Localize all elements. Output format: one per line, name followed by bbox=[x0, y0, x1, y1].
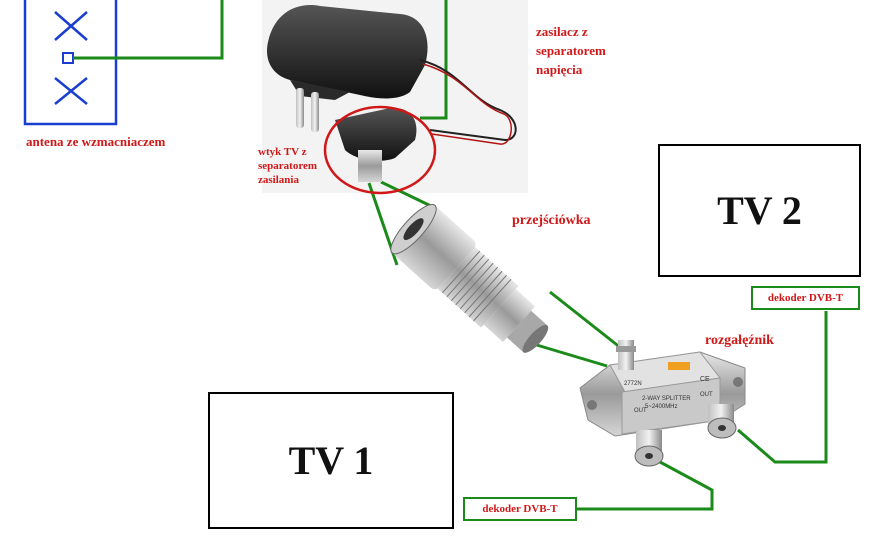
power-supply-label-line1: zasilacz z bbox=[536, 24, 588, 39]
splitter-ce: CE bbox=[700, 376, 710, 383]
splitter-out-left: OUT bbox=[634, 408, 647, 414]
plug-label: wtyk TV z separatorem zasilania bbox=[258, 145, 317, 187]
power-supply-label: zasilacz z separatorem napięcia bbox=[536, 22, 606, 79]
tv2-title: TV 2 bbox=[717, 188, 802, 233]
antenna-label: antena ze wzmacniaczem bbox=[26, 134, 166, 149]
tv2-decoder-box: dekoder DVB-T bbox=[751, 286, 860, 310]
adapter-label: przejściówka bbox=[512, 213, 591, 228]
power-supply-label-line2: separatorem bbox=[536, 43, 606, 58]
splitter-label: rozgałęźnik bbox=[705, 333, 774, 348]
tv1-decoder-box: dekoder DVB-T bbox=[463, 497, 577, 521]
adapter-image bbox=[390, 203, 549, 353]
power-supply-label-line3: napięcia bbox=[536, 62, 583, 77]
wires bbox=[73, 0, 828, 511]
tv2-box: TV 2 bbox=[658, 144, 861, 277]
splitter-freq: 5~2400MHz bbox=[645, 404, 678, 410]
splitter-image bbox=[579, 340, 746, 467]
plug-label-line1: wtyk TV z bbox=[258, 146, 307, 158]
splitter-markings: 2772N 2-WAY SPLITTER 5~2400MHz OUT OUT C… bbox=[624, 376, 713, 414]
splitter-out-right: OUT bbox=[700, 392, 713, 398]
power-supply-image bbox=[266, 5, 517, 182]
tv1-box: TV 1 bbox=[208, 392, 454, 529]
splitter-desc: 2-WAY SPLITTER bbox=[642, 396, 691, 402]
splitter-model: 2772N bbox=[624, 381, 642, 387]
plug-label-line2: separatorem bbox=[258, 160, 318, 172]
antenna-symbol bbox=[23, 0, 118, 126]
plug-label-line3: zasilania bbox=[258, 174, 299, 186]
highlight-circle bbox=[323, 105, 437, 195]
tv1-title: TV 1 bbox=[288, 438, 374, 483]
